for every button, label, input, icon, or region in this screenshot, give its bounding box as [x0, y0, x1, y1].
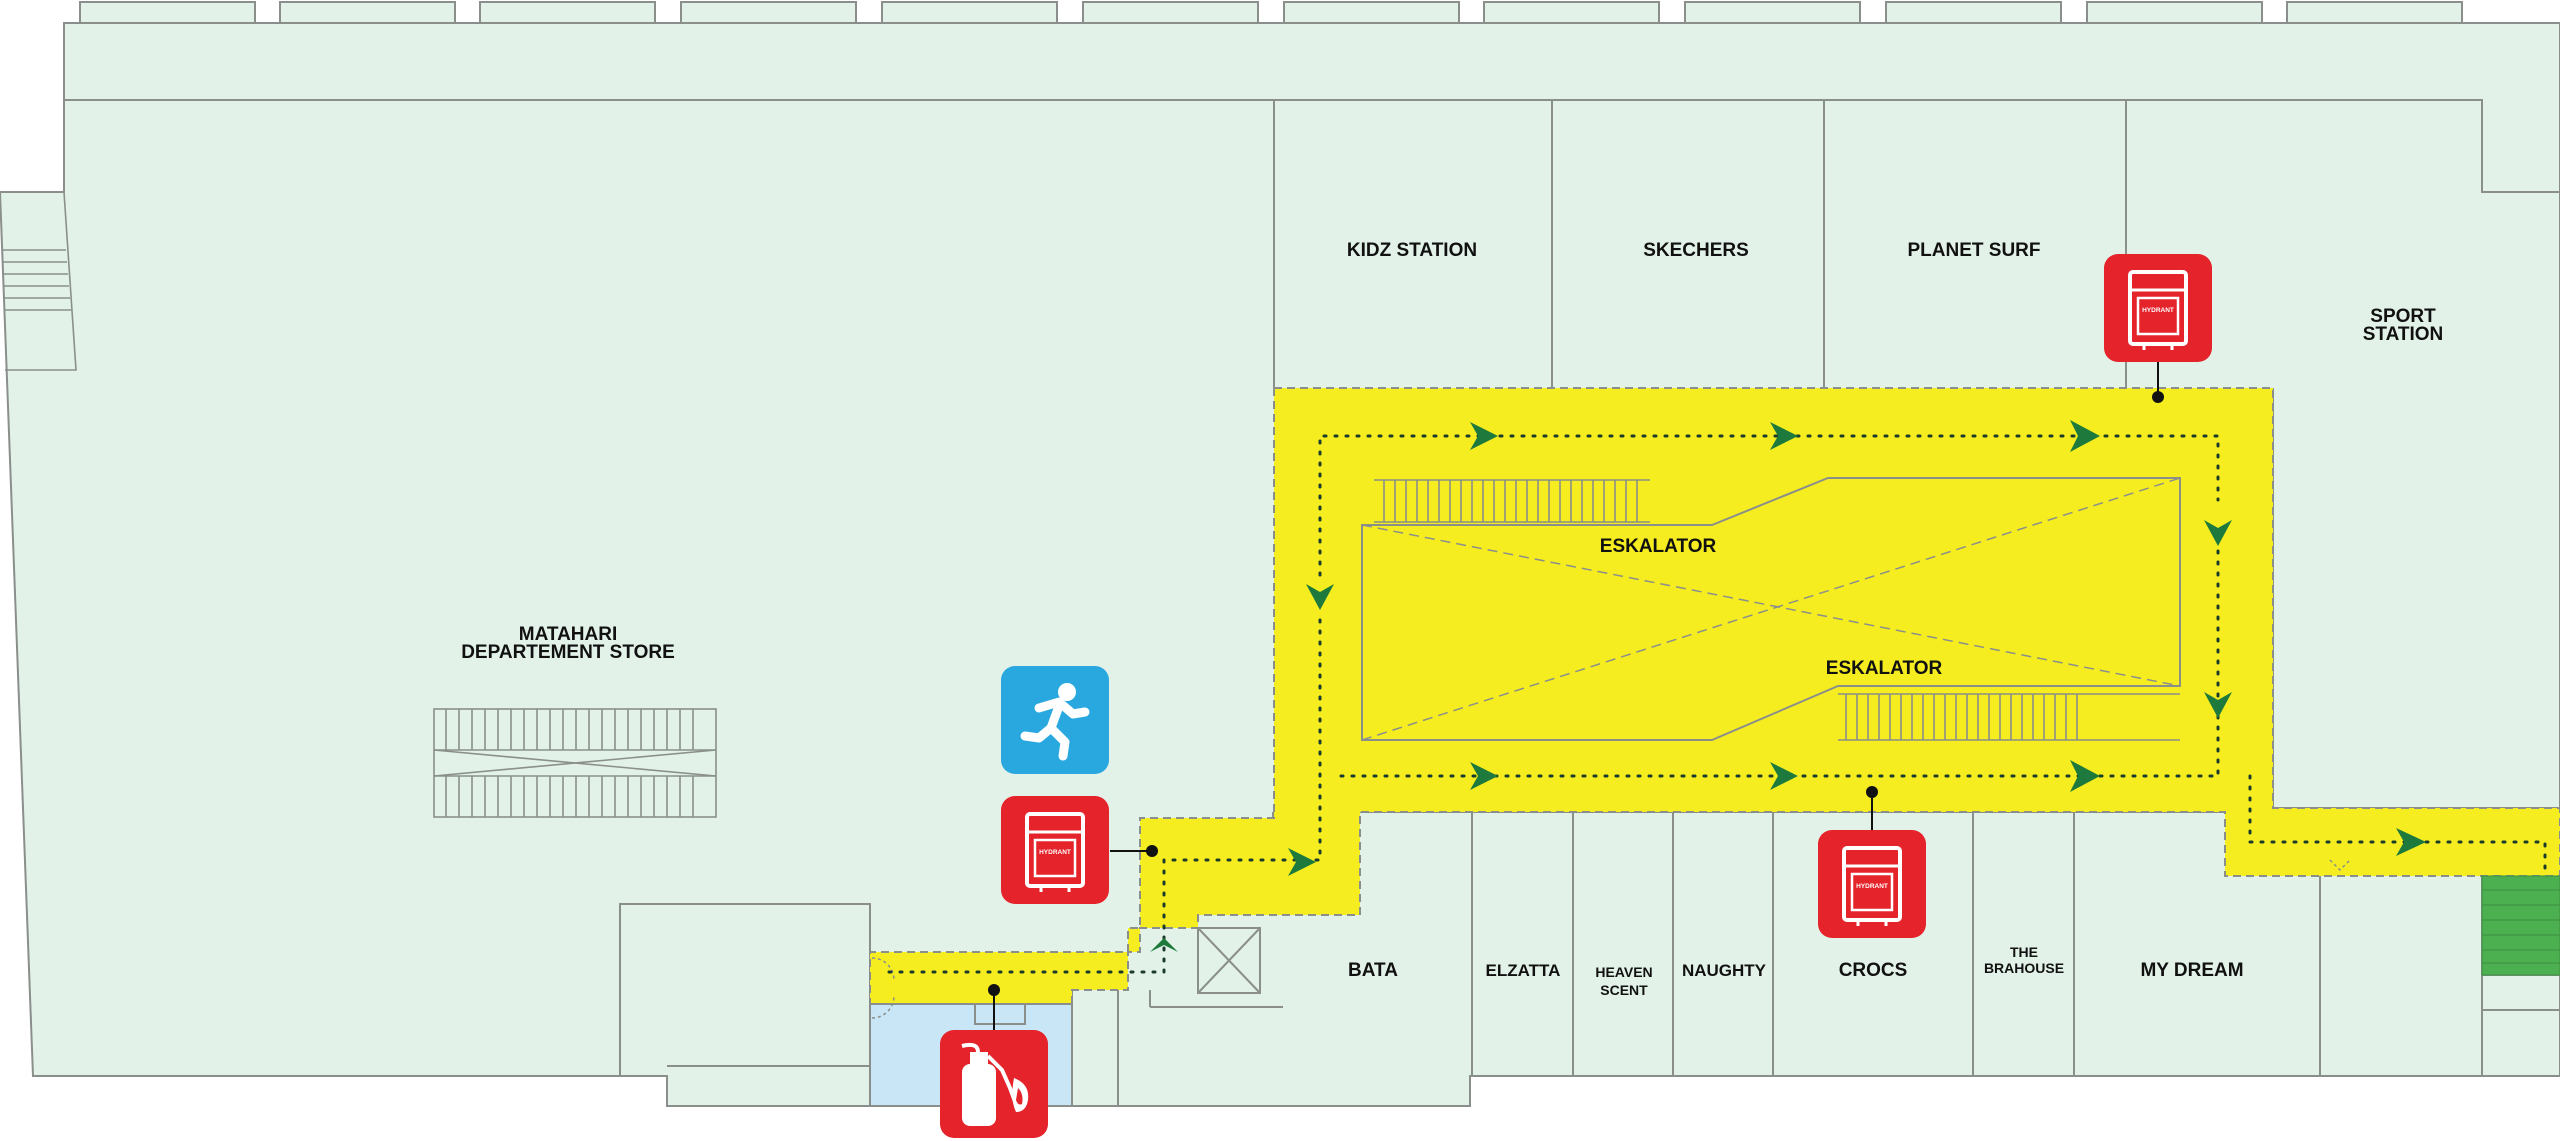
matahari-stairs — [433, 708, 717, 818]
label-planet-surf: PLANET SURF — [1908, 240, 2041, 261]
evacuation-route-dots — [881, 434, 2547, 974]
svg-text:HYDRANT: HYDRANT — [2142, 307, 2174, 314]
store-labels: MATAHARI DEPARTEMENT STORE KIDZ STATION … — [461, 240, 2443, 998]
hydrant-icon: HYDRANT — [1001, 796, 1109, 904]
label-naughty: NAUGHTY — [1682, 961, 1767, 980]
hydrant-icon: HYDRANT — [2104, 254, 2212, 362]
label-my-dream: MY DREAM — [2140, 960, 2243, 981]
label-eskalator-lower: ESKALATOR — [1826, 658, 1943, 679]
label-the-brahouse-2: BRAHOUSE — [1984, 960, 2064, 976]
callout-dots — [988, 391, 2164, 996]
label-heaven-scent-2: SCENT — [1600, 982, 1648, 998]
fire-extinguisher-icon — [940, 1030, 1048, 1138]
label-the-brahouse-1: THE — [2010, 944, 2038, 960]
elevator-shaft — [1197, 927, 1261, 994]
stair-tread — [433, 749, 717, 777]
label-matahari-2: DEPARTEMENT STORE — [461, 642, 675, 663]
label-matahari-1: MATAHARI — [519, 624, 618, 645]
label-kidz-station: KIDZ STATION — [1347, 240, 1477, 261]
label-crocs: CROCS — [1839, 960, 1908, 981]
label-sport-station-2: STATION — [2363, 324, 2444, 345]
hydrant-icon: HYDRANT — [1818, 830, 1926, 938]
stair-room-landing — [974, 1003, 1026, 1025]
label-eskalator-upper: ESKALATOR — [1600, 536, 1717, 557]
top-storage-units — [79, 1, 2463, 24]
svg-text:HYDRANT: HYDRANT — [1856, 883, 1888, 890]
escalator-void — [1361, 477, 2181, 741]
label-sport-station-1: SPORT — [2370, 306, 2436, 327]
escalator-upper-steps — [1374, 479, 1650, 523]
callout-lines — [993, 360, 2159, 1030]
door-swings — [871, 859, 2351, 1019]
exit-stair-green — [2481, 875, 2560, 976]
left-stair — [0, 191, 77, 371]
label-bata: BATA — [1348, 960, 1398, 981]
label-skechers: SKECHERS — [1643, 240, 1749, 261]
running-person-icon — [1001, 666, 1109, 774]
stair-frame — [433, 708, 717, 818]
label-heaven-scent-1: HEAVEN — [1595, 964, 1652, 980]
label-elzatta: ELZATTA — [1486, 961, 1561, 980]
svg-text:HYDRANT: HYDRANT — [1039, 849, 1071, 856]
escalator-lower-steps — [1838, 693, 2180, 741]
route-arrows — [1150, 420, 2426, 952]
exit-stair-lines — [2482, 889, 2560, 964]
